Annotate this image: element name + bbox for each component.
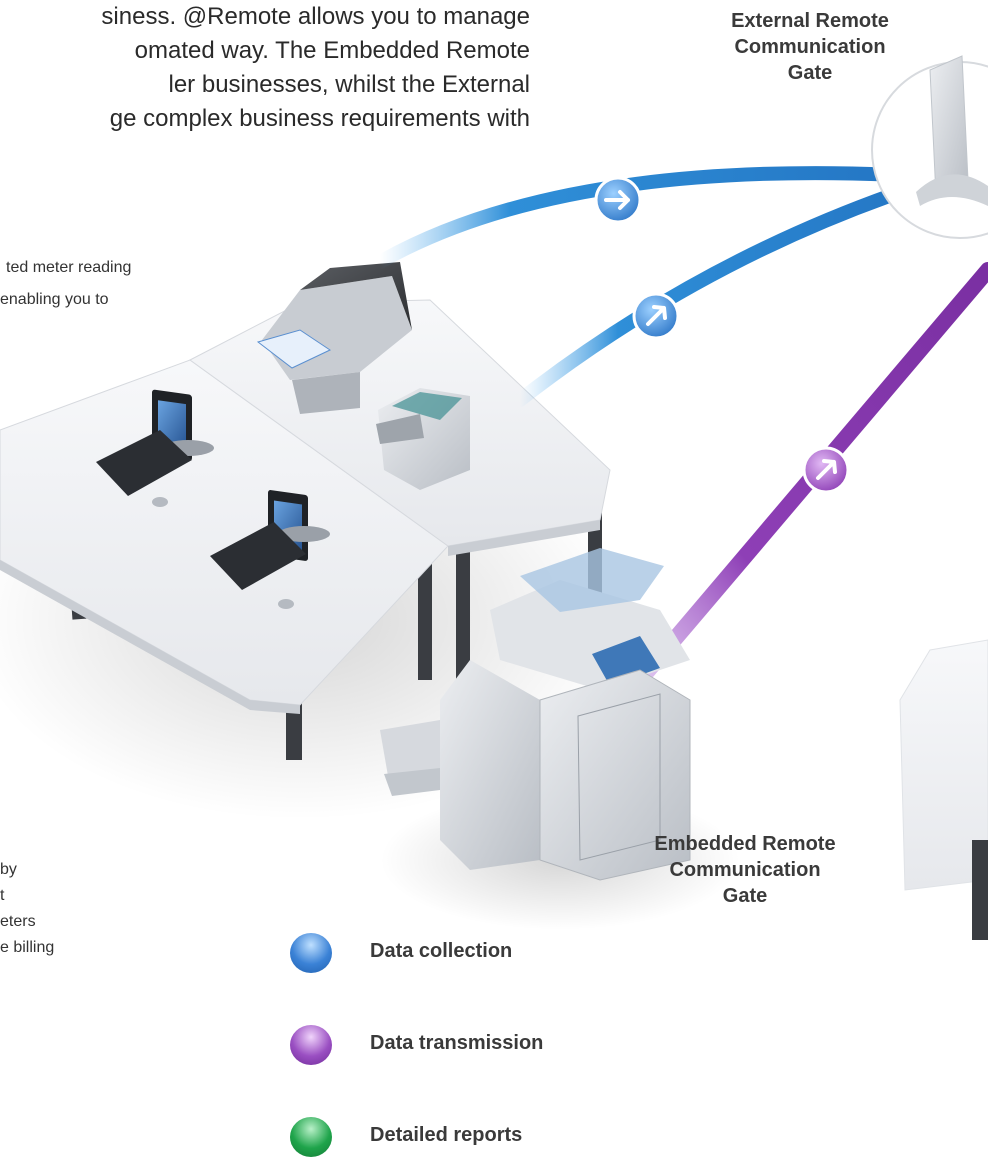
intro-line: ler businesses, whilst the External [168,71,531,98]
gate-label-line: External Remote [731,10,889,32]
arrow-right-icon [594,176,642,224]
external-gate-device [871,55,988,239]
arrow-up-right-icon [632,292,680,340]
intro-line: siness. @Remote allows you to manage [101,3,530,30]
side-note-line: eters [0,913,36,930]
blue-dot-icon [290,933,332,973]
desktop-printer [256,262,412,414]
purple-dot-icon [290,1025,332,1065]
legend-label: Data transmission [370,1032,544,1054]
gate-label-line: Embedded Remote [654,833,836,855]
gate-label-line: Gate [787,62,833,84]
side-note-line: e billing [0,939,55,956]
side-note-top: ted meter reading enabling you to [0,252,131,316]
intro-line: ge complex business requirements with [109,105,530,132]
side-note-line: ted meter reading [6,259,132,276]
workstation-1 [96,389,214,507]
gate-label-line: Communication [669,859,821,881]
embedded-gate-label: Embedded Remote Communication Gate [620,831,870,909]
external-gate-label: External Remote Communication Gate [690,8,930,86]
workstation-2 [210,490,330,609]
embedded-gate-copier [380,548,691,881]
gate-label-line: Communication [734,36,886,58]
desktop-multifunction-printer [376,388,470,490]
arrow-up-right-icon [802,446,850,494]
partial-desk [899,639,988,940]
legend-label: Data collection [370,940,513,962]
gate-label-line: Gate [722,885,768,907]
side-note-line: t [0,887,5,904]
green-dot-icon [290,1117,332,1157]
side-note-bottom: by t eters e billing [0,857,54,961]
side-note-line: enabling you to [0,291,109,308]
intro-paragraph: siness. @Remote allows you to manage oma… [0,0,530,136]
side-note-line: by [0,861,17,878]
intro-line: omated way. The Embedded Remote [134,37,530,64]
legend-label: Detailed reports [370,1124,523,1146]
